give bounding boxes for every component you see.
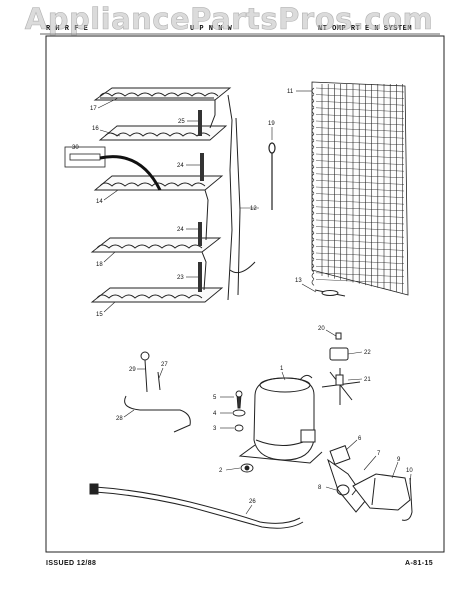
part-label-21: 21 [364, 377, 371, 383]
part-label-24b: 24 [177, 227, 184, 233]
part-label-24a: 24 [177, 163, 184, 169]
header-right-text: NT OMP RT E N SYSTEM [318, 25, 413, 33]
evaporator-shelf-16 [98, 125, 228, 141]
part-label-28: 28 [116, 416, 123, 422]
part-label-12: 12 [250, 206, 257, 212]
part-label-2: 2 [219, 468, 223, 474]
part-label-1: 1 [280, 366, 284, 372]
mounting-hardware [232, 390, 254, 473]
diagram-border [45, 35, 445, 553]
shelf-divider-30 [64, 146, 162, 191]
part-label-11: 11 [287, 89, 294, 95]
compressor-1 [238, 374, 323, 464]
evaporator-shelf-14 [93, 175, 224, 191]
evaporator-shelf-18 [90, 237, 222, 253]
part-label-25: 25 [178, 119, 185, 125]
part-label-22: 22 [364, 350, 371, 356]
cold-control-parts [321, 332, 361, 405]
part-label-27: 27 [161, 362, 168, 368]
part-label-14: 14 [96, 199, 103, 205]
shelf-clips [198, 110, 204, 292]
evaporator-tubing [201, 94, 256, 301]
defrost-drain-parts [124, 351, 191, 433]
part-label-3: 3 [213, 426, 217, 432]
part-label-9: 9 [397, 457, 401, 463]
drain-tube-13 [314, 289, 346, 297]
relay-overload-parts [327, 445, 413, 521]
part-label-17: 17 [90, 106, 97, 112]
part-label-8: 8 [318, 485, 322, 491]
condenser-coil-11 [311, 81, 409, 296]
part-label-26: 26 [249, 499, 256, 505]
part-label-23: 23 [177, 275, 184, 281]
part-label-4: 4 [213, 411, 217, 417]
part-label-15: 15 [96, 312, 103, 318]
header-middle-text: U P N N W [190, 25, 233, 33]
evaporator-shelf-17 [93, 87, 232, 101]
part-label-6: 6 [358, 436, 362, 442]
part-label-16: 16 [92, 126, 99, 132]
part-label-18: 18 [96, 262, 103, 268]
part-labels: 30 17 16 14 18 15 25 24 24 23 12 19 11 1… [72, 89, 413, 505]
part-label-13: 13 [295, 278, 302, 284]
part-label-10: 10 [406, 468, 413, 474]
part-label-29: 29 [129, 367, 136, 373]
part-label-30: 30 [72, 145, 79, 151]
leader-lines [97, 90, 412, 515]
header-left-text: R H R F E [46, 25, 89, 33]
evaporator-shelf-15 [90, 287, 224, 303]
page-code: A-81-15 [405, 560, 434, 567]
power-cord-26 [89, 483, 304, 529]
part-label-19: 19 [268, 121, 275, 127]
part-label-20: 20 [318, 326, 325, 332]
part-label-7: 7 [377, 451, 381, 457]
drier-tube-19 [268, 142, 276, 210]
issued-date: ISSUED 12/88 [46, 560, 97, 567]
part-label-5: 5 [213, 395, 217, 401]
